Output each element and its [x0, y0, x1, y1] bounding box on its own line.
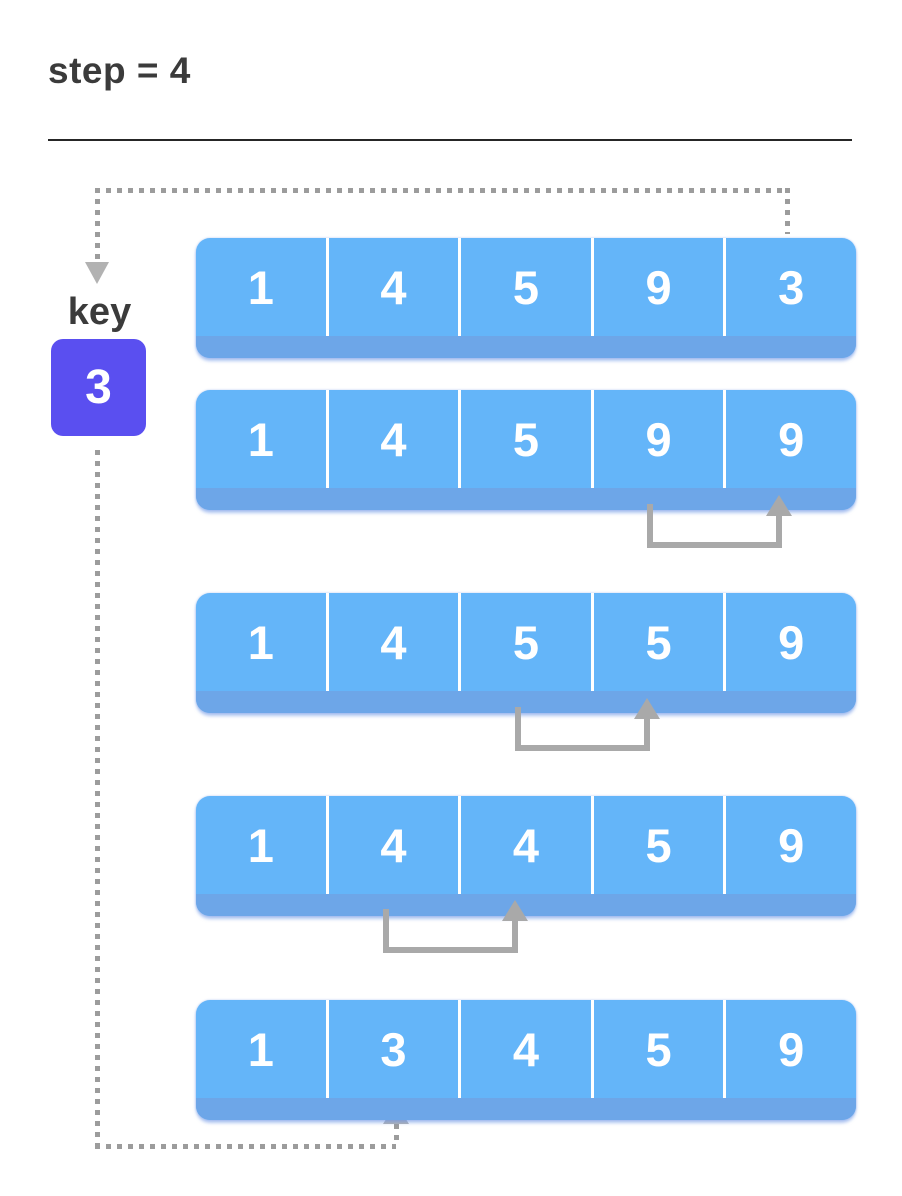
cell-value: 9: [778, 615, 805, 669]
array-cell: 4: [325, 593, 459, 691]
key-value: 3: [85, 361, 112, 414]
shift-arrow-row-3: [515, 707, 650, 751]
cell-value: 9: [778, 1022, 805, 1076]
array-row-5: 1 3 4 5 9: [196, 1000, 856, 1120]
cell-value: 4: [380, 412, 407, 466]
array-cell: 9: [590, 238, 724, 336]
cell-value: 9: [645, 412, 672, 466]
cell-value: 1: [247, 818, 274, 872]
cell-value: 4: [380, 260, 407, 314]
arrow-down-icon: [85, 262, 109, 284]
cell-value: 4: [512, 1022, 540, 1076]
array-cell: 4: [458, 1000, 591, 1098]
key-insert-path-horizontal: [95, 1144, 396, 1149]
cell-value: 5: [645, 615, 672, 669]
array-cell: 9: [590, 390, 724, 488]
array-cell: 1: [196, 1000, 326, 1098]
shift-arrow-row-4: [383, 909, 518, 953]
row-bottom-shade: [196, 336, 856, 358]
array-cell: 9: [723, 796, 856, 894]
cell-value: 9: [778, 412, 805, 466]
key-insert-path-down: [95, 450, 100, 1144]
row-bottom-shade: [196, 488, 856, 510]
divider-line: [48, 139, 852, 141]
array-cells: 1 4 5 9 3: [196, 238, 856, 336]
array-cell: 4: [325, 238, 459, 336]
array-cell: 1: [196, 390, 326, 488]
cell-value: 3: [778, 260, 805, 314]
array-row-2: 1 4 5 9 9: [196, 390, 856, 510]
cell-value: 9: [645, 260, 672, 314]
array-cell: 1: [196, 796, 326, 894]
array-cell: 5: [590, 593, 724, 691]
array-row-4: 1 4 4 5 9: [196, 796, 856, 916]
key-extract-path-from-cell: [785, 188, 790, 234]
cell-value: 1: [247, 412, 274, 466]
array-cells: 1 4 5 9 9: [196, 390, 856, 488]
cell-value: 5: [645, 818, 672, 872]
array-cell: 5: [458, 238, 591, 336]
cell-value: 4: [380, 615, 407, 669]
array-cell: 5: [590, 1000, 724, 1098]
row-bottom-shade: [196, 1098, 856, 1120]
array-cell: 5: [458, 390, 591, 488]
cell-value: 5: [512, 412, 540, 466]
array-cell: 3: [325, 1000, 459, 1098]
arrow-up-icon: [634, 698, 660, 719]
cell-value: 5: [512, 615, 540, 669]
cell-value: 4: [512, 818, 540, 872]
array-cell: 9: [723, 593, 856, 691]
array-cell: 5: [590, 796, 724, 894]
array-cells: 1 4 4 5 9: [196, 796, 856, 894]
cell-value: 4: [380, 818, 407, 872]
cell-value: 1: [247, 615, 274, 669]
cell-value: 5: [645, 1022, 672, 1076]
cell-value: 3: [380, 1022, 407, 1076]
key-box: 3: [51, 339, 146, 436]
cell-value: 5: [512, 260, 540, 314]
array-cell: 5: [458, 593, 591, 691]
array-cell: 4: [325, 796, 459, 894]
row-bottom-shade: [196, 691, 856, 713]
array-cell: 9: [723, 390, 856, 488]
cell-value: 9: [778, 818, 805, 872]
array-cell: 4: [458, 796, 591, 894]
arrow-up-icon: [766, 495, 792, 516]
cell-value: 1: [247, 1022, 274, 1076]
array-cell: 1: [196, 593, 326, 691]
key-extract-path-horizontal: [95, 188, 790, 193]
array-cell: 3: [723, 238, 856, 336]
step-title: step = 4: [48, 50, 191, 91]
array-cells: 1 3 4 5 9: [196, 1000, 856, 1098]
arrow-up-icon: [502, 900, 528, 921]
cell-value: 1: [247, 260, 274, 314]
shift-arrow-row-2: [647, 504, 782, 548]
array-cell: 4: [325, 390, 459, 488]
key-extract-path-to-key: [95, 188, 100, 262]
key-label: key: [67, 291, 132, 333]
array-cell: 1: [196, 238, 326, 336]
key-insert-path-up: [394, 1124, 399, 1144]
array-cells: 1 4 5 5 9: [196, 593, 856, 691]
array-cell: 9: [723, 1000, 856, 1098]
array-row-3: 1 4 5 5 9: [196, 593, 856, 713]
array-row-1: 1 4 5 9 3: [196, 238, 856, 358]
